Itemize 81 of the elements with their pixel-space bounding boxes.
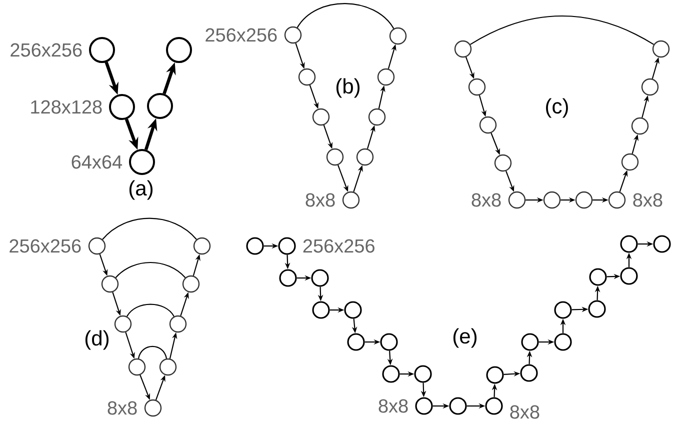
circle-node [344,301,362,319]
size-label: 8x8 [510,405,540,419]
circle-node [588,300,606,318]
circle-node [166,37,192,63]
size-label: 8x8 [472,193,501,207]
circle-node [109,94,135,120]
circle-node [485,397,503,415]
size-label: 8x8 [108,401,137,415]
circle-node [486,366,504,384]
circle-node [554,301,572,319]
circle-node [88,237,106,255]
circle-node [494,154,512,172]
circle-node [454,40,472,58]
circle-node [144,399,162,417]
size-label: 256x256 [303,239,374,253]
circle-node [621,153,639,171]
circle-node [479,116,497,134]
size-label: 8x8 [633,193,662,207]
circle-node [652,40,670,58]
circle-node [182,275,200,293]
circle-node [246,237,264,255]
circle-node [159,358,177,376]
circle-node [347,333,365,351]
circle-node [284,26,302,44]
curved-line [102,218,197,240]
circle-node [89,37,115,63]
circle-node [631,117,649,135]
circle-node [298,68,316,86]
circle-node [653,235,671,253]
circle-node [128,358,146,376]
size-label: 256x256 [206,28,277,42]
circle-node [608,191,626,209]
curved-line [138,346,168,359]
circle-node [342,191,360,209]
panel-label: (a) [129,180,153,200]
circle-node [520,364,538,382]
circle-node [311,269,329,287]
circle-node [414,365,432,383]
circle-node [543,191,561,209]
circle-node [368,108,386,126]
circle-node [554,333,572,351]
circle-node [193,237,211,255]
curved-line [115,262,186,278]
circle-node [278,237,296,255]
curved-line [126,304,174,317]
circle-node [169,315,187,333]
circle-node [326,148,344,166]
panel-label: (c) [546,98,568,118]
circle-node [356,148,374,166]
size-label: 8x8 [378,399,408,413]
circle-node [129,149,155,175]
circle-node [147,93,173,119]
size-label: 128x128 [31,100,102,114]
circle-node [382,365,400,383]
size-label: 256x256 [10,239,81,253]
size-label: 64x64 [72,155,122,169]
circle-node [101,275,119,293]
circle-node [449,397,467,415]
circle-node [468,78,486,96]
panel-label: (b) [336,78,360,98]
circle-node [312,301,330,319]
circle-node [380,333,398,351]
panel-label: (e) [453,328,476,348]
panel-label: (d) [85,330,109,350]
circle-node [415,397,433,415]
circle-node [114,315,132,333]
circle-node [620,235,638,253]
circle-node [521,333,539,351]
circle-node [279,269,297,287]
circle-node [641,78,659,96]
circle-node [508,191,526,209]
circle-node [589,268,607,286]
circle-node [620,267,638,285]
circle-node [389,27,407,45]
size-label: 8x8 [306,193,335,207]
circle-node [377,68,395,86]
circle-node [575,191,593,209]
curved-line [296,3,394,29]
circle-node [312,108,330,126]
size-label: 256x256 [10,43,82,57]
curved-line [470,16,654,45]
